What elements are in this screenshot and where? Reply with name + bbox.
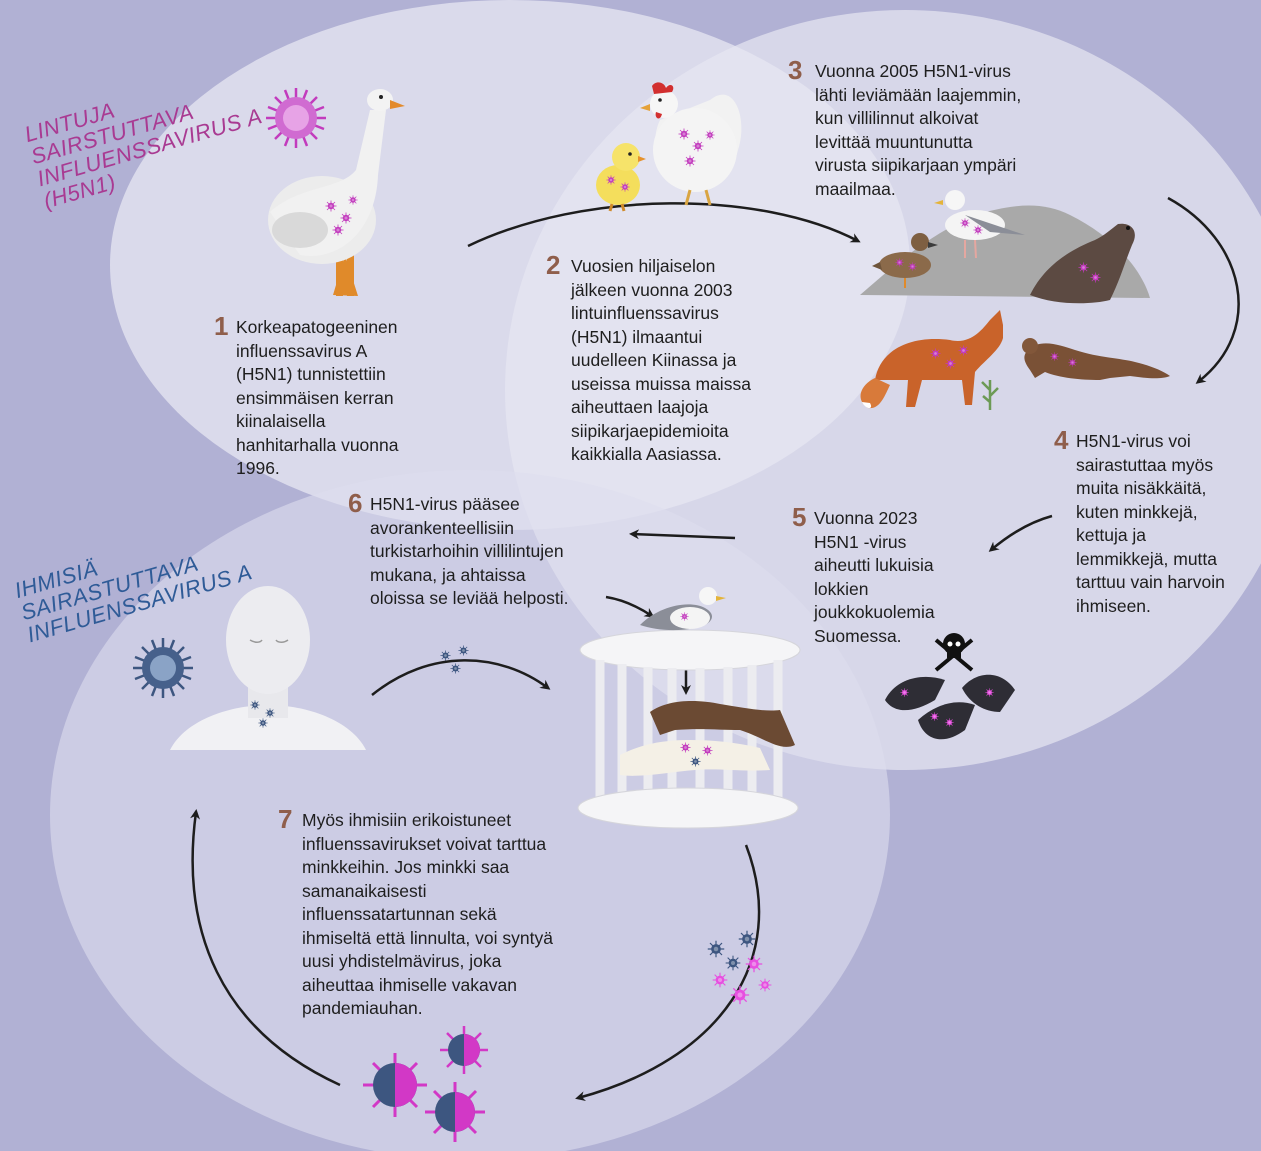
- arrow-4-to-5: [988, 514, 1053, 552]
- step-line: tarttuu vain harvoin: [1076, 572, 1225, 592]
- step-line: aiheuttaen laajoja: [571, 397, 709, 417]
- step-line: kettuja ja: [1076, 525, 1147, 545]
- step-line: H5N1 -virus: [814, 531, 907, 552]
- step-line: jälkeen vuonna 2003: [571, 279, 733, 300]
- dead-birds-icon: [885, 674, 1015, 740]
- hen-icon: [640, 82, 742, 206]
- step-line: pandemiauhan.: [302, 998, 423, 1018]
- human-virus-icon: [133, 638, 193, 698]
- gull-on-cage-icon: [640, 587, 726, 631]
- step-line: 1996.: [236, 458, 280, 478]
- cage-icon: [577, 629, 801, 829]
- step-line: maailmaa.: [815, 178, 896, 199]
- step-line: ihmiseen.: [1076, 595, 1151, 616]
- step-line: Myös ihmisiin erikoistuneet: [302, 810, 512, 830]
- gull-icon: [934, 190, 1025, 259]
- step-line: kiinalaisella: [236, 411, 326, 431]
- skull-icon: [934, 633, 974, 672]
- step-line: kuten minkkejä,: [1076, 501, 1198, 522]
- seal-icon: [1030, 223, 1135, 304]
- step-line: ihmiseltä että linnulta, voi syntyä: [302, 927, 553, 948]
- step-4: 4 H5N1-virus voi sairastuttaa myös muita…: [1054, 427, 1225, 618]
- step-line: mukana, ja ahtaissa: [370, 564, 526, 585]
- step-line: influenssavirus A: [236, 340, 368, 361]
- step-line: kun villilinnut alkoivat: [815, 108, 979, 128]
- arrow-3-to-4: [1167, 196, 1240, 384]
- chick-icon: [596, 143, 646, 212]
- step-line: uusi yhdistelmävirus, joka: [302, 951, 502, 971]
- step-line: sairastuttaa myös: [1076, 454, 1214, 475]
- step-1: 1 Korkeapatogeeninen influenssavirus A (…: [214, 313, 399, 481]
- duck-icon: [872, 233, 938, 288]
- step-line: lintuinfluenssavirus: [571, 303, 719, 323]
- step-line: siipikarjaepidemioita: [571, 420, 729, 441]
- human-head-icon: [170, 586, 366, 750]
- step-2: 2 Vuosien hiljaiselon jälkeen vuonna 200…: [546, 252, 751, 467]
- step-line: hanhitarhalla vuonna: [236, 434, 399, 455]
- bird-virus-icon: [266, 88, 326, 148]
- goose-icon: [268, 89, 405, 297]
- arrow-1-to-3: [467, 202, 861, 248]
- step-number: 4: [1054, 425, 1069, 455]
- step-line: Vuonna 2023: [814, 508, 918, 528]
- step-number: 5: [792, 502, 807, 532]
- step-line: (H5N1) ilmaantui: [571, 326, 703, 347]
- step-number: 7: [278, 804, 293, 834]
- step-3: 3 Vuonna 2005 H5N1-virus lähti leviämään…: [788, 57, 1022, 201]
- step-line: avorankenteellisiin: [370, 517, 514, 538]
- step-line: muita nisäkkäitä,: [1076, 478, 1207, 498]
- step-line: lähti leviämään laajemmin,: [815, 84, 1022, 105]
- step-5: 5 Vuonna 2023 H5N1 -virus aiheutti lukui…: [792, 504, 935, 648]
- step-line: Vuonna 2005 H5N1-virus: [815, 61, 1011, 81]
- fox-icon: [860, 310, 1003, 410]
- step-line: aiheuttaa ihmiselle vakavan: [302, 974, 517, 995]
- step-line: joukkokuolemia: [814, 602, 935, 622]
- step-number: 6: [348, 488, 363, 518]
- hybrid-virus-icon: [363, 1026, 488, 1142]
- step-line: levittää muuntunutta: [815, 131, 973, 152]
- arrow-cage-to-hybrid: [575, 844, 761, 1102]
- step-line: H5N1-virus pääsee: [370, 494, 520, 514]
- step-line: minkkeihin. Jos minkki saa: [302, 857, 510, 877]
- step-line: H5N1-virus voi: [1076, 431, 1191, 451]
- step-number: 1: [214, 311, 229, 341]
- arrow-human-to-cage: [371, 659, 551, 696]
- step-line: uudelleen Kiinassa ja: [571, 350, 737, 370]
- arrow-5-to-6: [629, 529, 736, 540]
- step-line: aiheutti lukuisia: [814, 555, 934, 575]
- step-number: 3: [788, 55, 803, 85]
- step-line: Vuosien hiljaiselon: [571, 256, 716, 276]
- mink-icon: [1022, 338, 1170, 380]
- step-number: 2: [546, 250, 561, 280]
- step-line: useissa muissa maissa: [571, 373, 751, 394]
- arrow-hybrid-to-human: [190, 809, 341, 1087]
- step-line: samanaikaisesti: [302, 880, 427, 901]
- step-line: oloissa se leviää helposti.: [370, 588, 569, 608]
- step-line: (H5N1) tunnistettiin: [236, 364, 386, 384]
- arrow-6-to-cage: [605, 595, 655, 618]
- step-line: influenssatartunnan sekä: [302, 904, 497, 924]
- step-line: virusta siipikarjaan ympäri: [815, 155, 1017, 175]
- step-7: 7 Myös ihmisiin erikoistuneet influenssa…: [278, 806, 553, 1021]
- step-line: lemmikkejä, mutta: [1076, 548, 1218, 569]
- step-line: influenssavirukset voivat tarttua: [302, 833, 547, 854]
- step-line: turkistarhoihin villilintujen: [370, 541, 564, 561]
- step-line: Suomessa.: [814, 625, 902, 646]
- step-line: lokkien: [814, 578, 869, 599]
- step-line: Korkeapatogeeninen: [236, 317, 398, 337]
- step-line: ensimmäisen kerran: [236, 387, 394, 408]
- step-line: kaikkialla Aasiassa.: [571, 444, 722, 464]
- step-6: 6 H5N1-virus pääsee avorankenteellisiin …: [348, 490, 569, 611]
